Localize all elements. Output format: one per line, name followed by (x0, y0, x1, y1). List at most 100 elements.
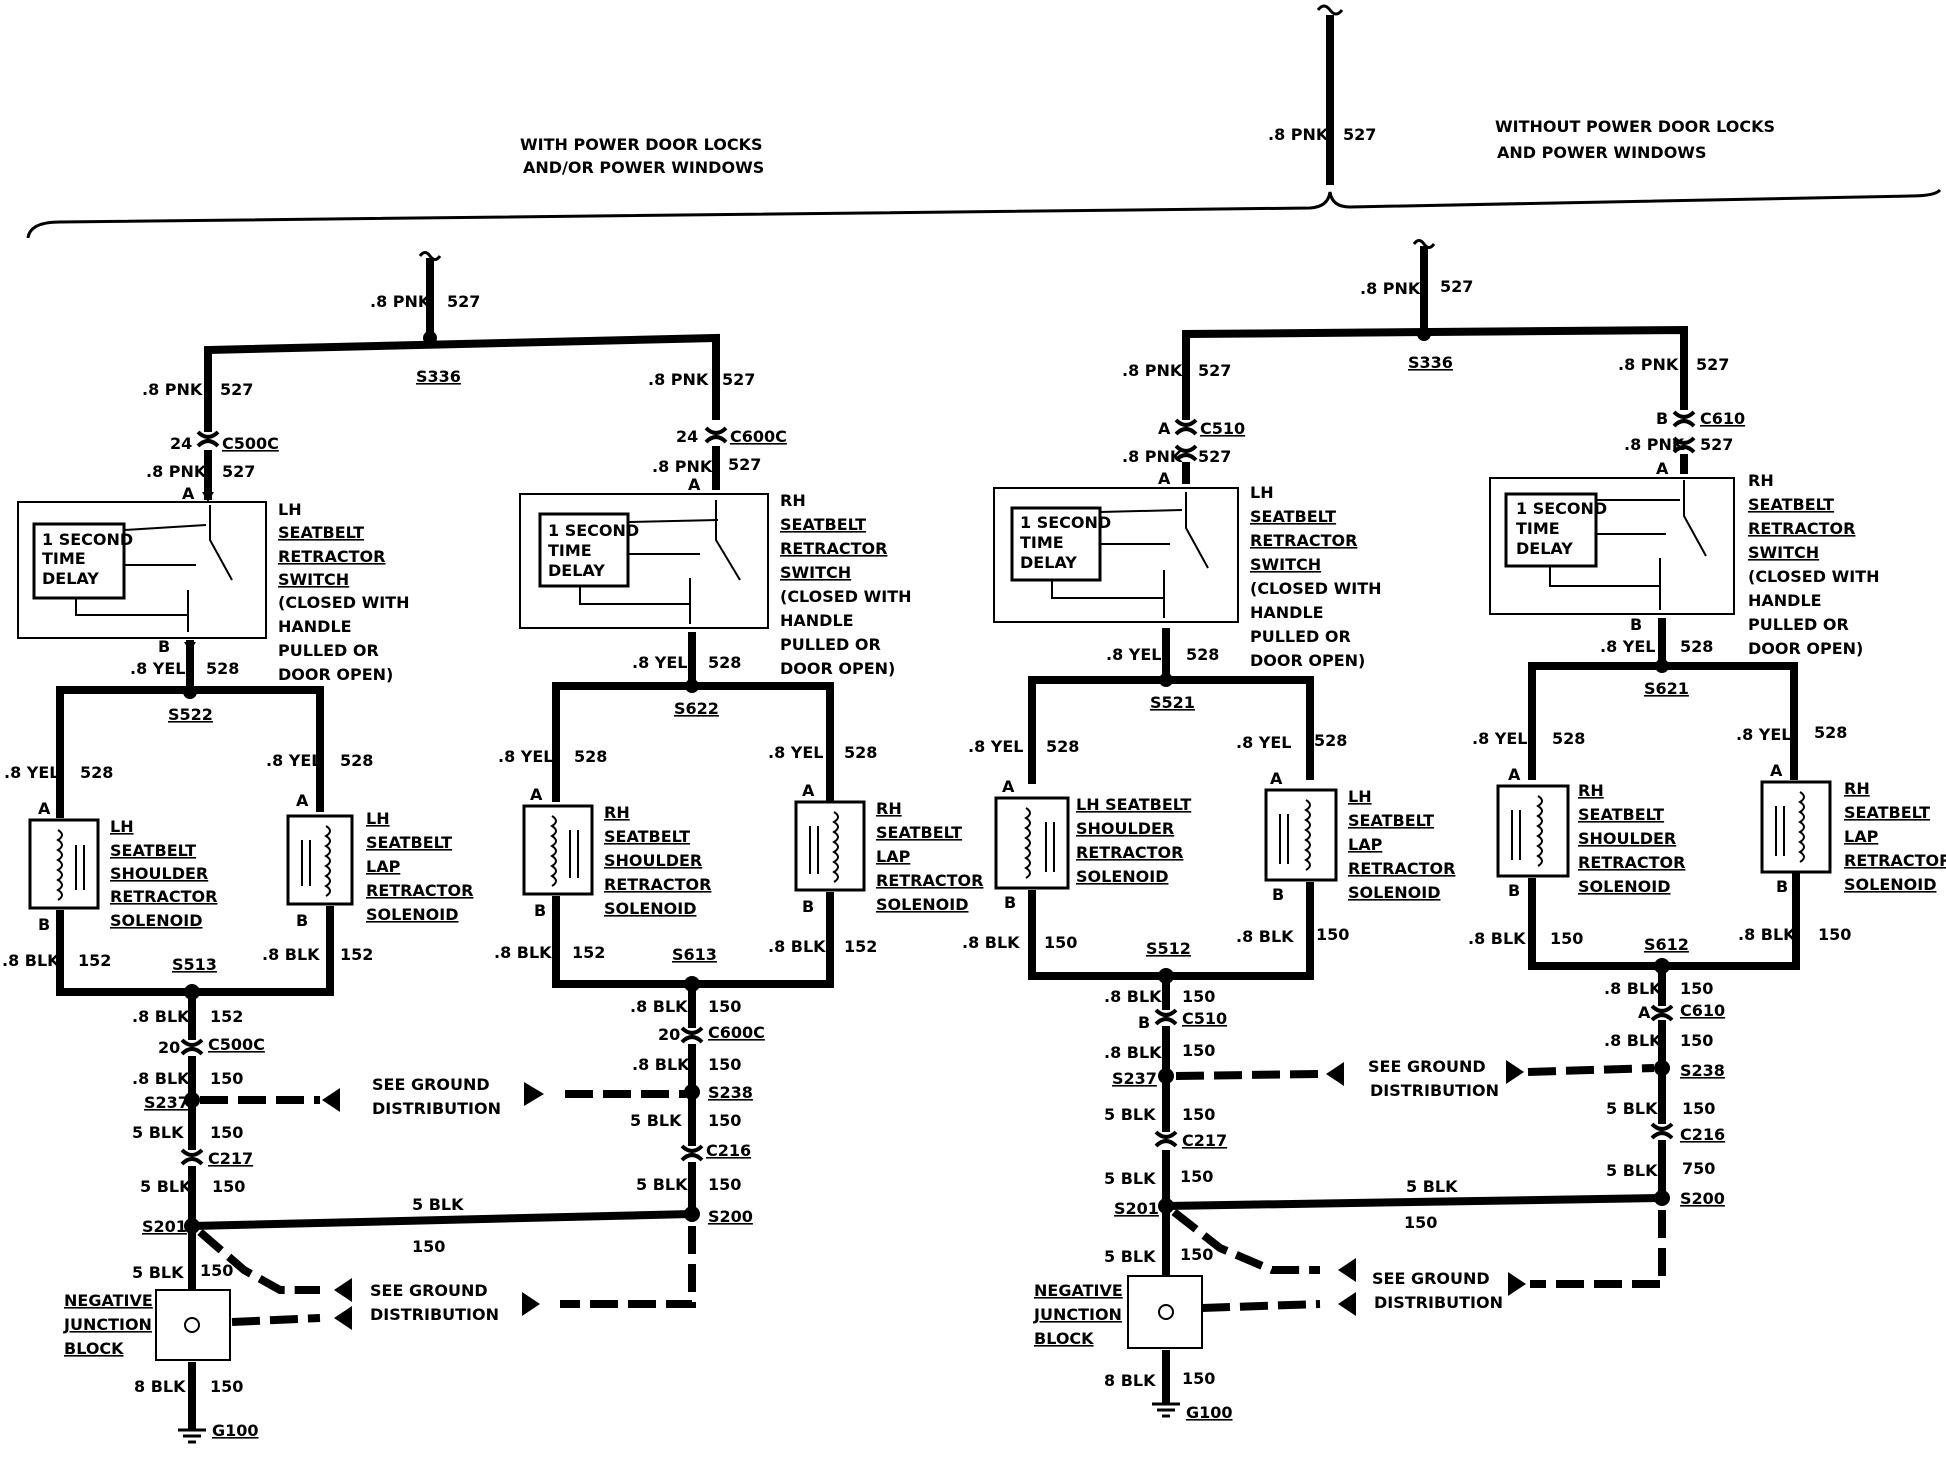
lh-shoulder-pin-a: A (38, 799, 51, 818)
left-g100-circuit: 150 (210, 1377, 243, 1396)
left-s336-bus (204, 333, 720, 420)
right-rh-switch-pin-a: A (1656, 459, 1669, 478)
rh-switch-note-2-left: HANDLE (780, 611, 854, 630)
lh-lap-solenoid-box-right (1264, 788, 1338, 882)
right-ground-ref-2b: DISTRIBUTION (1374, 1293, 1503, 1312)
left-njb-dashed (231, 1314, 321, 1326)
lh-lap-coil (301, 825, 331, 897)
rh-switch-out-circuit-left: 528 (708, 653, 741, 672)
lh-switch-note-1: (CLOSED WITH (278, 593, 410, 612)
c216-label-left: C216 (706, 1141, 751, 1160)
header-right-line1: WITHOUT POWER DOOR LOCKS (1495, 117, 1775, 136)
right-lh-lap-title-3: LAP (1348, 835, 1383, 854)
c510-connector-shape (1174, 418, 1198, 462)
left-s201-node (184, 1218, 200, 1234)
s613-node (684, 976, 700, 992)
s201-label-right: S201 (1114, 1199, 1159, 1218)
right-rh-feed-circuit: 527 (1696, 355, 1729, 374)
s201-label-left: S201 (142, 1217, 187, 1236)
right-s200-arrow (1508, 1272, 1526, 1296)
left-ground-ref-1a: SEE GROUND (372, 1075, 490, 1094)
c500c-connector-shape (196, 430, 220, 448)
s612-out-circuit: 150 (1680, 979, 1713, 998)
rh-delay-box-left (538, 512, 630, 588)
lh-switch-note-2: HANDLE (278, 617, 352, 636)
right-g100-wire: 8 BLK (1104, 1371, 1156, 1390)
lh-switch-pin-b: B (158, 637, 170, 656)
rh-lap-title-2-left: SEATBELT (876, 823, 962, 842)
right-lh-lap-gnd-wire: .8 BLK (1236, 927, 1294, 946)
right-lh-lap-title-2: SEATBELT (1348, 811, 1434, 830)
right-lh-shoulder-gnd-circuit: 150 (1044, 933, 1077, 952)
c216-out-circuit-left: 150 (708, 1175, 741, 1194)
right-lh-switch-title-2: SEATBELT (1250, 507, 1336, 526)
s201-s200-wire-left: 5 BLK (412, 1195, 464, 1214)
right-rh-lap-pin-a: A (1770, 761, 1783, 780)
c217-label: C217 (208, 1149, 253, 1168)
right-rh-delay-1: 1 SECOND (1516, 499, 1607, 518)
right-top-feed-wire: .8 PNK (1360, 279, 1421, 298)
lh-switch-arrow-a (202, 492, 214, 502)
rh-lap-gnd-wire-left: .8 BLK (768, 937, 826, 956)
rh-shoulder-circuit-left: 528 (574, 747, 607, 766)
right-njb-title-2: JUNCTION (1033, 1305, 1122, 1324)
rh-lap-title-1-left: RH (876, 799, 902, 818)
c600c-ground-pin: 20 (658, 1025, 680, 1044)
left-s200-dashed (560, 1226, 696, 1308)
rh-lap-gnd-circuit-left: 152 (844, 937, 877, 956)
s613-out-circuit: 150 (708, 997, 741, 1016)
rh-switch-internals-left (579, 500, 741, 624)
left-njb-terminal (184, 1317, 200, 1333)
right-rh-feed-wire: .8 PNK (1618, 355, 1679, 374)
s336-label-right: S336 (1408, 353, 1453, 372)
lh-switch-title-4: SWITCH (278, 570, 349, 589)
rh-shoulder-wire-left: .8 YEL (498, 747, 554, 766)
rh-shoulder-title-4-left: RETRACTOR (604, 875, 711, 894)
right-lh-delay-3: DELAY (1020, 553, 1077, 572)
right-markers (1158, 327, 1670, 1316)
s200-label-right: S200 (1680, 1189, 1725, 1208)
rh-switch-note-4-left: DOOR OPEN) (780, 659, 895, 678)
right-rh-shoulder-title-3: SHOULDER (1578, 829, 1676, 848)
rh-lap-title-4-left: RETRACTOR (876, 871, 983, 890)
s612-node (1654, 958, 1670, 974)
s621-label: S621 (1644, 679, 1689, 698)
rh-switch-title-4-left: SWITCH (780, 563, 851, 582)
right-s238-node (1654, 1060, 1670, 1076)
lh-shoulder-title-4: RETRACTOR (110, 887, 217, 906)
top-circuit-label: 527 (1343, 125, 1376, 144)
c510-pin-a: A (1158, 419, 1171, 438)
left-g100-label: G100 (212, 1421, 259, 1440)
right-rh-switch-note-4: DOOR OPEN) (1748, 639, 1863, 658)
left-labels: .8 PNK 527 S336 .8 PNK 527 24 C500C .8 P… (2, 292, 983, 1440)
right-s237-arrow (1326, 1062, 1344, 1086)
s512-node (1158, 968, 1174, 984)
rh-lap-coil-left (809, 811, 839, 883)
s613-out-wire: .8 BLK (630, 997, 688, 1016)
lh-shoulder-title-2: SEATBELT (110, 841, 196, 860)
right-lh-switch-title-3: RETRACTOR (1250, 531, 1357, 550)
right-rh-switch-wire: .8 PNK (1624, 435, 1685, 454)
rh-lap-wire-left: .8 YEL (768, 743, 824, 762)
left-njb-title-1: NEGATIVE (64, 1291, 153, 1310)
right-s237-node (1158, 1068, 1174, 1084)
lh-lap-title-5: SOLENOID (366, 905, 458, 924)
s237-label-left: S237 (144, 1093, 189, 1112)
right-lh-switch-note-2: HANDLE (1250, 603, 1324, 622)
lh-shoulder-coil (56, 829, 85, 901)
lh-shoulder-gnd-circuit: 152 (78, 951, 111, 970)
lh-switch-internals (75, 505, 233, 632)
right-lh-feed-wire: .8 PNK (1122, 361, 1183, 380)
rh-switch-box-left (519, 493, 769, 629)
lh-lap-pin-b: B (296, 911, 308, 930)
right-rh-shoulder-circuit: 528 (1552, 729, 1585, 748)
rh-feed-circuit-left: 527 (722, 370, 755, 389)
c610-label: C610 (1700, 409, 1745, 428)
right-s237-dashed (1175, 1070, 1319, 1080)
right-rh-switch-title-2: SEATBELT (1748, 495, 1834, 514)
rh-switch-note-3-left: PULLED OR (780, 635, 881, 654)
left-njb-title-2: JUNCTION (63, 1315, 152, 1334)
s512-label: S512 (1146, 939, 1191, 958)
right-s238-out-wire: 5 BLK (1606, 1099, 1658, 1118)
